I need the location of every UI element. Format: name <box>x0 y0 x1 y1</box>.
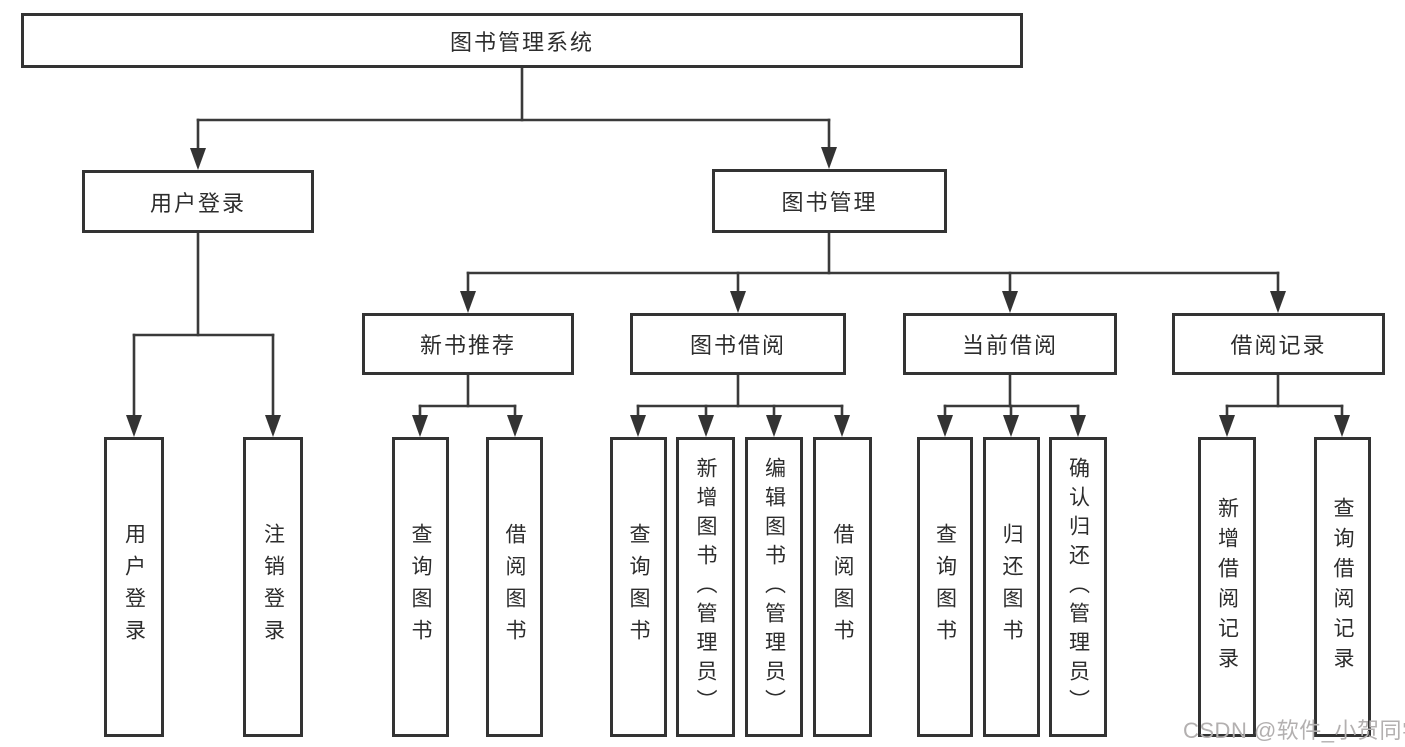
leaf-query-borrow-record: 查询借阅记录 <box>1314 437 1371 737</box>
leaf-logout: 注销登录 <box>243 437 303 737</box>
node-root: 图书管理系统 <box>21 13 1023 68</box>
leaf-current-query-book-label: 查询图书 <box>933 523 957 651</box>
node-user-login-label: 用户登录 <box>149 190 246 216</box>
leaf-logout-label: 注销登录 <box>261 523 285 651</box>
node-book-borrowing-label: 图书借阅 <box>689 333 786 358</box>
leaf-borrowing-query-book-label: 查询图书 <box>627 523 650 651</box>
leaf-recommend-query-book: 查询图书 <box>392 437 449 737</box>
leaf-borrowing-query-book: 查询图书 <box>610 437 667 737</box>
leaf-recommend-borrow-book: 借阅图书 <box>486 437 543 737</box>
node-current-borrowing-label: 当前借阅 <box>961 333 1058 358</box>
leaf-user-login-label: 用户登录 <box>122 523 146 651</box>
leaf-add-borrow-record: 新增借阅记录 <box>1198 437 1256 737</box>
leaf-add-book-admin: 新增图书（管理员） <box>676 437 735 737</box>
leaf-return-book: 归还图书 <box>983 437 1040 737</box>
node-current-borrowing: 当前借阅 <box>903 313 1117 375</box>
node-book-management: 图书管理 <box>712 169 947 233</box>
leaf-borrowing-borrow-book: 借阅图书 <box>813 437 872 737</box>
leaf-recommend-query-book-label: 查询图书 <box>409 523 432 651</box>
leaf-return-book-label: 归还图书 <box>1000 523 1023 651</box>
leaf-user-login: 用户登录 <box>104 437 164 737</box>
leaf-confirm-return-admin-label: 确认归还（管理员） <box>1066 456 1090 718</box>
node-new-book-recommend-label: 新书推荐 <box>419 333 516 358</box>
node-user-login: 用户登录 <box>82 170 314 233</box>
node-borrowing-records-label: 借阅记录 <box>1230 333 1327 358</box>
leaf-query-borrow-record-label: 查询借阅记录 <box>1331 497 1354 677</box>
leaf-edit-book-admin-label: 编辑图书（管理员） <box>762 456 786 718</box>
node-new-book-recommend: 新书推荐 <box>362 313 574 375</box>
csdn-watermark: CSDN @软件_小贺同学 <box>1183 718 1405 743</box>
node-book-borrowing: 图书借阅 <box>630 313 846 375</box>
leaf-current-query-book: 查询图书 <box>917 437 973 737</box>
node-borrowing-records: 借阅记录 <box>1172 313 1385 375</box>
leaf-recommend-borrow-book-label: 借阅图书 <box>503 523 526 651</box>
leaf-add-borrow-record-label: 新增借阅记录 <box>1215 497 1239 677</box>
node-book-management-label: 图书管理 <box>781 190 878 215</box>
leaf-borrowing-borrow-book-label: 借阅图书 <box>831 523 854 651</box>
leaf-confirm-return-admin: 确认归还（管理员） <box>1049 437 1107 737</box>
node-root-label: 图书管理系统 <box>449 29 594 55</box>
leaf-edit-book-admin: 编辑图书（管理员） <box>745 437 803 737</box>
leaf-add-book-admin-label: 新增图书（管理员） <box>694 456 717 718</box>
